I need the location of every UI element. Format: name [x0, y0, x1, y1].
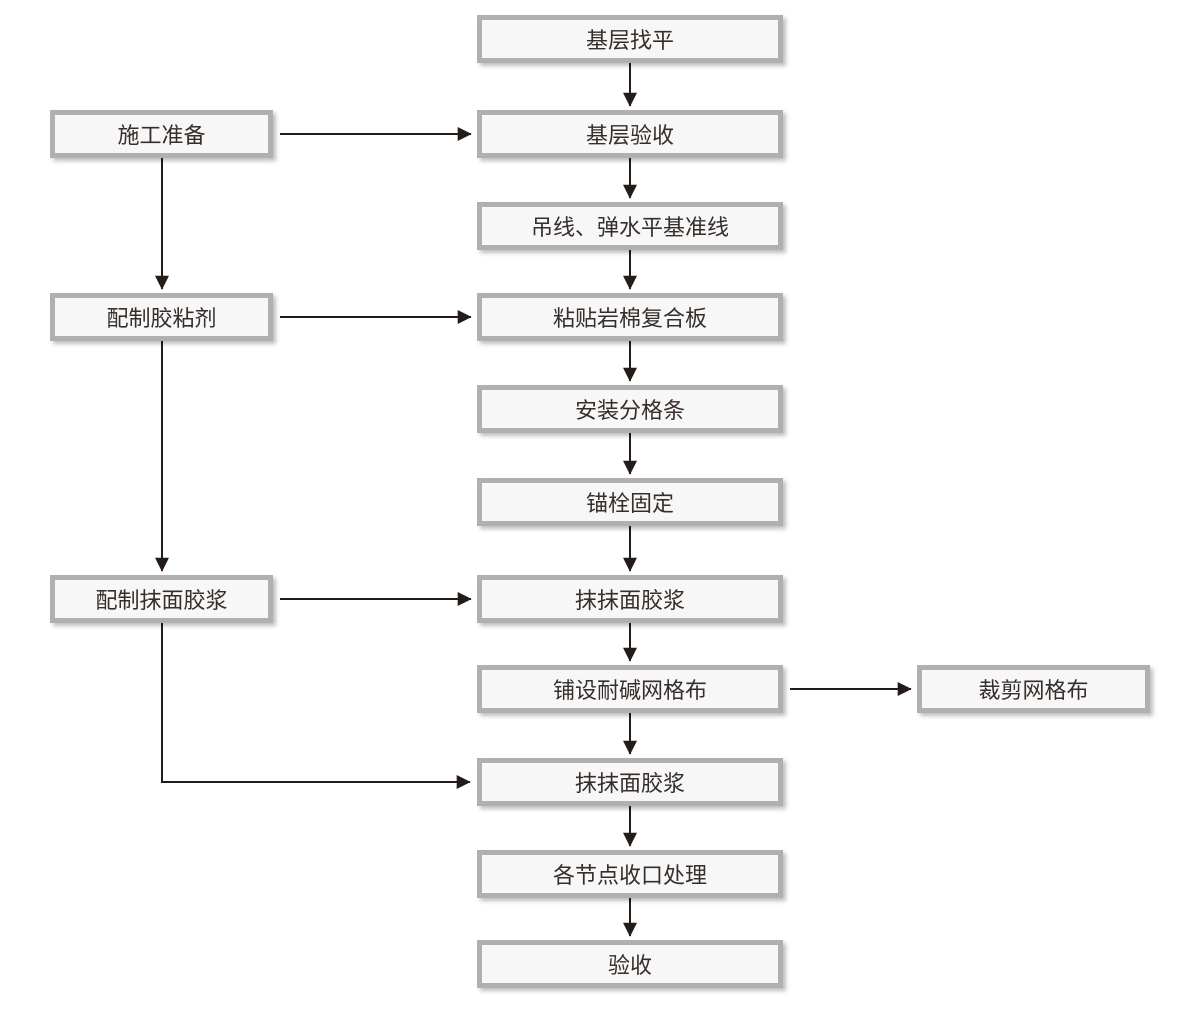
node-base-leveling: 基层找平: [477, 15, 783, 63]
node-hang-line-level-datum: 吊线、弹水平基准线: [477, 202, 783, 250]
node-anchor-bolt-fixing: 锚栓固定: [477, 478, 783, 526]
node-install-divider-strips: 安装分格条: [477, 385, 783, 433]
node-apply-finish-mortar-1: 抹抹面胶浆: [477, 575, 783, 623]
node-cut-mesh-cloth: 裁剪网格布: [917, 665, 1150, 713]
node-base-acceptance: 基层验收: [477, 110, 783, 158]
node-final-acceptance: 验收: [477, 940, 783, 988]
node-joint-closure-treatment: 各节点收口处理: [477, 850, 783, 898]
node-apply-finish-mortar-2: 抹抹面胶浆: [477, 758, 783, 806]
node-construction-preparation: 施工准备: [50, 110, 273, 158]
node-lay-alkali-resistant-mesh: 铺设耐碱网格布: [477, 665, 783, 713]
node-paste-rockwool-panel: 粘贴岩棉复合板: [477, 293, 783, 341]
node-prepare-adhesive: 配制胶粘剂: [50, 293, 273, 341]
edge-prepare-finish-mortar-to-finish-mortar-2: [161, 623, 471, 789]
node-prepare-finish-mortar: 配制抹面胶浆: [50, 575, 273, 623]
